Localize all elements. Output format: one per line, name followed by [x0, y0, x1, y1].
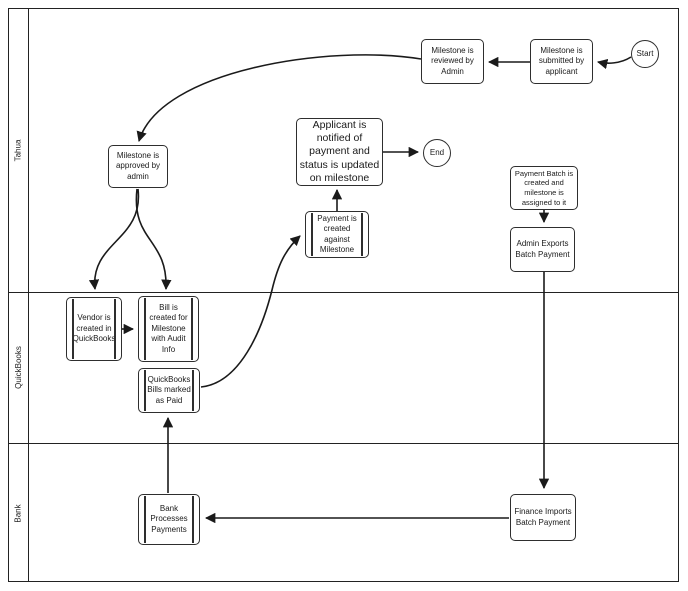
node-label: Admin Exports Batch Payment	[515, 239, 570, 259]
node-admin-exports: Admin Exports Batch Payment	[510, 227, 575, 272]
lane-label-text: QuickBooks	[13, 346, 23, 389]
node-label: Vendor is created in QuickBooks	[72, 313, 116, 344]
node-label: Start	[636, 48, 654, 58]
node-start: Start	[631, 40, 659, 68]
subprocess-bar-left	[144, 370, 146, 411]
lane-label-bank: Bank	[8, 443, 28, 583]
node-milestone-reviewed: Milestone is reviewed by Admin	[421, 39, 484, 84]
node-label: Milestone is reviewed by Admin	[431, 45, 474, 76]
node-label: Finance Imports Batch Payment	[514, 507, 572, 527]
lane-divider-quickbooks-bank	[8, 443, 679, 444]
subprocess-bar-right	[192, 496, 194, 543]
node-label: QuickBooks Bills marked as Paid	[147, 374, 191, 405]
lane-header-divider	[28, 8, 29, 582]
node-label: Bill is created for Milestone with Audit…	[149, 303, 188, 354]
subprocess-bar-right	[191, 298, 193, 360]
lane-label-tahua: Tahua	[8, 8, 28, 292]
node-label: Bank Processes Payments	[150, 503, 188, 534]
lane-divider-tahua-quickbooks	[8, 292, 679, 293]
node-bank-processes: Bank Processes Payments	[138, 494, 200, 545]
node-milestone-submitted: Milestone is submitted by applicant	[530, 39, 593, 84]
node-label: End	[429, 147, 445, 157]
subprocess-bar-left	[72, 299, 74, 359]
subprocess-bar-right	[361, 213, 363, 256]
subprocess-bar-left	[144, 298, 146, 360]
subprocess-bar-right	[114, 299, 116, 359]
node-label: Milestone is submitted by applicant	[538, 45, 585, 76]
lane-label-text: Tahua	[13, 139, 23, 161]
node-label: Applicant is notified of payment and sta…	[299, 119, 380, 184]
node-vendor-created: Vendor is created in QuickBooks	[66, 297, 122, 361]
subprocess-bar-right	[192, 370, 194, 411]
subprocess-bar-left	[311, 213, 313, 256]
subprocess-bar-left	[144, 496, 146, 543]
node-payment-created: Payment is created against Milestone	[305, 211, 369, 258]
node-bills-paid: QuickBooks Bills marked as Paid	[138, 368, 200, 413]
node-label: Payment is created against Milestone	[317, 213, 357, 254]
lane-label-quickbooks: QuickBooks	[8, 292, 28, 443]
node-applicant-notified: Applicant is notified of payment and sta…	[296, 118, 383, 186]
lane-label-text: Bank	[13, 503, 23, 523]
node-bill-created: Bill is created for Milestone with Audit…	[138, 296, 199, 362]
node-payment-batch: Payment Batch is created and milestone i…	[510, 166, 578, 210]
pool-border	[8, 8, 679, 582]
node-end: End	[423, 139, 451, 167]
node-label: Payment Batch is created and milestone i…	[514, 168, 574, 207]
node-finance-imports: Finance Imports Batch Payment	[510, 494, 576, 541]
node-milestone-approved: Milestone is approved by admin	[108, 145, 168, 188]
node-label: Milestone is approved by admin	[115, 150, 161, 181]
